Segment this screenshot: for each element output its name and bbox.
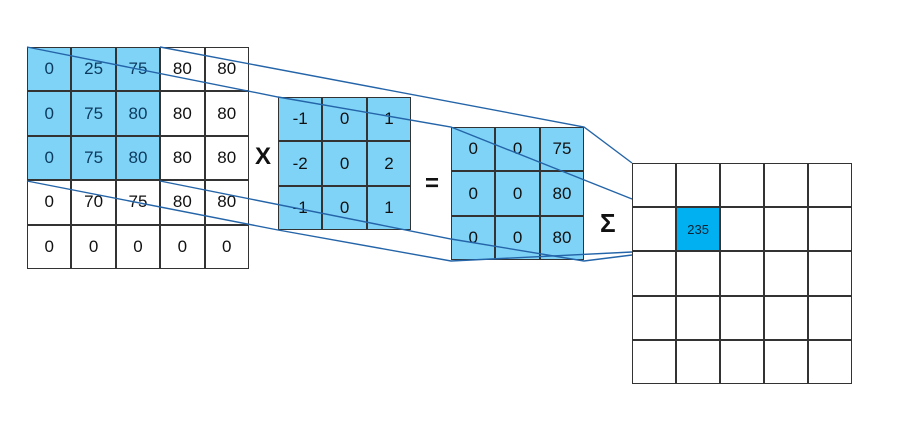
output-matrix-cell bbox=[632, 339, 677, 384]
input-matrix-cell: 0 bbox=[27, 224, 72, 269]
output-matrix-cell bbox=[632, 251, 677, 296]
output-matrix-cell bbox=[808, 295, 853, 340]
output-matrix-cell bbox=[720, 339, 765, 384]
product-matrix-cell: 0 bbox=[495, 127, 540, 172]
input-matrix-cell: 75 bbox=[71, 135, 116, 181]
input-matrix-cell: 80 bbox=[115, 135, 161, 181]
output-matrix-cell bbox=[808, 207, 853, 252]
input-matrix-cell: 25 bbox=[71, 47, 116, 92]
product-matrix-cell: 0 bbox=[451, 171, 496, 216]
input-matrix-cell: 75 bbox=[71, 91, 116, 136]
input-matrix-cell: 0 bbox=[27, 135, 72, 181]
kernel-matrix-cell: 0 bbox=[322, 141, 367, 186]
input-matrix-cell: 80 bbox=[204, 135, 249, 181]
input-matrix-cell: 80 bbox=[204, 47, 249, 92]
kernel-matrix-cell: 2 bbox=[366, 141, 412, 186]
output-matrix-cell bbox=[676, 295, 721, 340]
output-result-cell: 235 bbox=[676, 207, 721, 252]
output-matrix-cell bbox=[764, 207, 809, 252]
input-matrix-cell: 75 bbox=[115, 180, 161, 225]
output-matrix-cell bbox=[764, 251, 809, 296]
input-matrix-cell: 0 bbox=[27, 47, 72, 92]
product-matrix-cell: 80 bbox=[539, 215, 585, 261]
output-matrix-cell bbox=[720, 295, 765, 340]
product-matrix-cell: 0 bbox=[451, 215, 496, 261]
output-matrix-cell bbox=[676, 163, 721, 208]
input-matrix-cell: 0 bbox=[27, 180, 72, 225]
input-matrix-cell: 80 bbox=[204, 91, 249, 136]
kernel-matrix-cell: -2 bbox=[278, 141, 323, 186]
input-matrix-cell: 0 bbox=[27, 91, 72, 136]
input-matrix-cell: 0 bbox=[115, 224, 161, 269]
input-matrix-cell: 0 bbox=[204, 224, 249, 269]
kernel-matrix-cell: -1 bbox=[278, 97, 323, 142]
input-matrix-cell: 80 bbox=[160, 91, 205, 136]
product-matrix-cell: 0 bbox=[495, 215, 540, 261]
output-matrix-cell bbox=[764, 295, 809, 340]
output-matrix-cell bbox=[720, 163, 765, 208]
sum-operator: Σ bbox=[600, 208, 616, 238]
equals-operator: = bbox=[425, 170, 440, 197]
product-matrix-cell: 75 bbox=[539, 127, 585, 172]
kernel-matrix-cell: 0 bbox=[322, 185, 367, 231]
output-matrix-cell bbox=[632, 207, 677, 252]
output-matrix-cell bbox=[720, 251, 765, 296]
output-matrix-cell bbox=[720, 207, 765, 252]
input-matrix-cell: 0 bbox=[71, 224, 116, 269]
output-matrix-cell bbox=[764, 339, 809, 384]
input-matrix-cell: 80 bbox=[160, 135, 205, 181]
output-matrix-cell bbox=[676, 251, 721, 296]
input-matrix-cell: 80 bbox=[160, 47, 205, 92]
input-matrix-cell: 80 bbox=[160, 180, 205, 225]
input-matrix-cell: 80 bbox=[204, 180, 249, 225]
output-matrix-cell bbox=[632, 163, 677, 208]
multiply-operator: X bbox=[255, 143, 272, 170]
input-matrix-cell: 70 bbox=[71, 180, 116, 225]
kernel-matrix-cell: -1 bbox=[278, 185, 323, 231]
output-matrix-cell bbox=[808, 163, 853, 208]
input-matrix-cell: 75 bbox=[115, 47, 161, 92]
input-matrix-cell: 0 bbox=[160, 224, 205, 269]
output-matrix-cell bbox=[808, 339, 853, 384]
input-matrix-cell: 80 bbox=[115, 91, 161, 136]
output-matrix-cell bbox=[808, 251, 853, 296]
kernel-matrix-cell: 1 bbox=[366, 185, 412, 231]
kernel-matrix-cell: 1 bbox=[366, 97, 412, 142]
output-matrix-cell bbox=[676, 339, 721, 384]
product-matrix-cell: 80 bbox=[539, 171, 585, 216]
output-matrix: 235 bbox=[632, 163, 853, 384]
output-matrix-cell bbox=[764, 163, 809, 208]
product-matrix-cell: 0 bbox=[495, 171, 540, 216]
output-matrix-cell bbox=[632, 295, 677, 340]
kernel-matrix-cell: 0 bbox=[322, 97, 367, 142]
product-matrix-cell: 0 bbox=[451, 127, 496, 172]
